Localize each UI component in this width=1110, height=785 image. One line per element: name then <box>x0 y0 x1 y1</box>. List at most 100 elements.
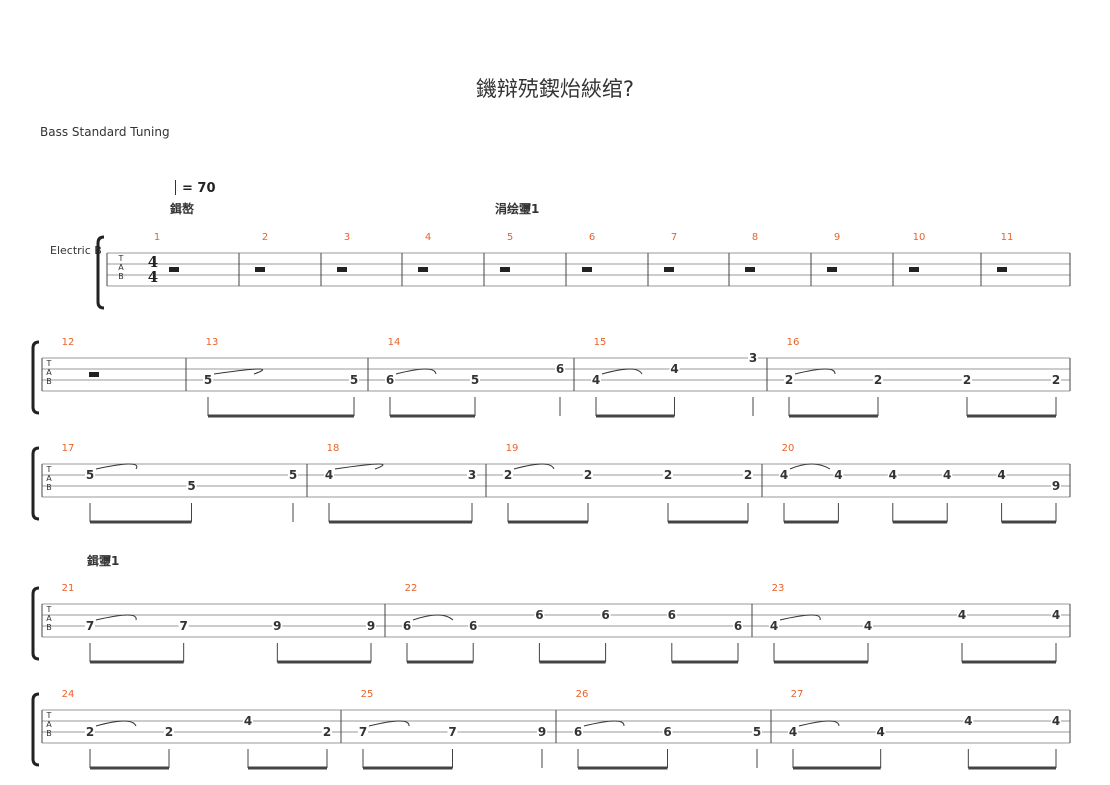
measure-number: 4 <box>425 232 431 243</box>
tie-arc <box>798 720 840 727</box>
fret-mask <box>1051 373 1061 386</box>
tie-arc <box>95 463 138 470</box>
fret-mask <box>178 619 189 632</box>
measure-number: 17 <box>62 443 75 454</box>
fret-number: 4 <box>1052 714 1060 728</box>
fret-number: 2 <box>874 373 882 387</box>
fret-mask <box>366 619 376 632</box>
tab-clef-letter: T <box>46 359 52 368</box>
tab-clef-letter: A <box>46 368 52 377</box>
tempo-value: = 70 <box>182 181 216 196</box>
fret-number: 6 <box>574 725 582 739</box>
fret-mask <box>203 373 213 386</box>
time-signature-bottom: 4 <box>148 268 158 286</box>
tie-arc <box>334 463 384 470</box>
fret-number: 6 <box>386 373 394 387</box>
fret-number: 6 <box>556 362 564 376</box>
fret-number: 3 <box>468 468 476 482</box>
fret-number: 4 <box>864 619 872 633</box>
fret-number: 5 <box>753 725 761 739</box>
whole-rest <box>255 267 265 272</box>
tab-clef-letter: A <box>46 474 52 483</box>
measure-number: 19 <box>506 443 519 454</box>
tuning-label: Bass Standard Tuning <box>40 125 170 139</box>
fret-number: 6 <box>734 619 742 633</box>
whole-rest <box>500 267 510 272</box>
tab-clef-letter: B <box>46 377 52 386</box>
fret-mask <box>447 725 458 738</box>
fret-number: 7 <box>86 619 94 633</box>
fret-number: 4 <box>780 468 788 482</box>
fret-mask <box>1051 608 1061 621</box>
fret-mask <box>669 362 680 375</box>
tab-clef-letter: T <box>46 465 52 474</box>
measure-number: 16 <box>787 337 800 348</box>
fret-number: 6 <box>469 619 477 633</box>
measure-number: 8 <box>752 232 758 243</box>
fret-mask <box>733 619 743 632</box>
fret-number: 6 <box>403 619 411 633</box>
tab-clef-letter: B <box>46 729 52 738</box>
tab-clef-letter: A <box>46 720 52 729</box>
fret-number: 2 <box>664 468 672 482</box>
fret-mask <box>322 725 332 738</box>
fret-mask <box>591 373 601 386</box>
fret-mask <box>887 468 898 481</box>
measure-number: 6 <box>589 232 595 243</box>
fret-mask <box>573 725 583 738</box>
tie-arc <box>395 368 437 375</box>
fret-number: 5 <box>471 373 479 387</box>
fret-mask <box>503 468 513 481</box>
fret-number: 4 <box>964 714 972 728</box>
fret-mask <box>752 725 762 738</box>
measure-number: 2 <box>262 232 268 243</box>
section-label-verse: 涓绘瓕1 <box>495 202 540 216</box>
score-title: 鐖辩殑鍥炲綊绾? <box>475 77 635 101</box>
system-bracket <box>31 692 40 767</box>
fret-mask <box>748 351 758 364</box>
fret-mask <box>957 608 967 621</box>
tab-clef-letter: T <box>118 254 124 263</box>
fret-number: 9 <box>367 619 375 633</box>
tab-clef-letter: A <box>46 614 52 623</box>
measure-number: 1 <box>154 232 160 243</box>
fret-mask <box>962 373 972 386</box>
fret-number: 4 <box>244 714 252 728</box>
fret-mask <box>468 619 479 632</box>
fret-mask <box>402 619 412 632</box>
measure-number: 23 <box>772 583 785 594</box>
measure-number: 21 <box>62 583 75 594</box>
fret-mask <box>743 468 753 481</box>
fret-mask <box>600 608 611 621</box>
tie-arc <box>213 368 263 375</box>
measure-number: 25 <box>361 689 374 700</box>
whole-rest <box>997 267 1007 272</box>
fret-mask <box>288 468 298 481</box>
measure-number: 27 <box>791 689 804 700</box>
fret-number: 6 <box>535 608 543 622</box>
fret-mask <box>963 714 974 727</box>
system-bracket <box>96 235 105 310</box>
fret-mask <box>272 619 283 632</box>
measure-number: 14 <box>388 337 401 348</box>
section-label-prechorus: 鍓瓕1 <box>87 554 120 568</box>
whole-rest <box>664 267 674 272</box>
measure-number: 7 <box>671 232 677 243</box>
tempo-marking: = 70 <box>175 180 216 196</box>
tie-arc <box>95 614 137 621</box>
measure-number: 9 <box>834 232 840 243</box>
fret-mask <box>942 468 953 481</box>
whole-rest <box>169 267 179 272</box>
fret-number: 4 <box>834 468 842 482</box>
fret-number: 7 <box>448 725 456 739</box>
system-bracket <box>31 586 40 661</box>
fret-number: 5 <box>289 468 297 482</box>
fret-number: 5 <box>350 373 358 387</box>
fret-number: 6 <box>601 608 609 622</box>
fret-mask <box>583 468 593 481</box>
fret-number: 2 <box>165 725 173 739</box>
whole-rest <box>89 372 99 377</box>
fret-number: 6 <box>663 725 671 739</box>
fret-number: 4 <box>1052 608 1060 622</box>
measure-number: 24 <box>62 689 75 700</box>
